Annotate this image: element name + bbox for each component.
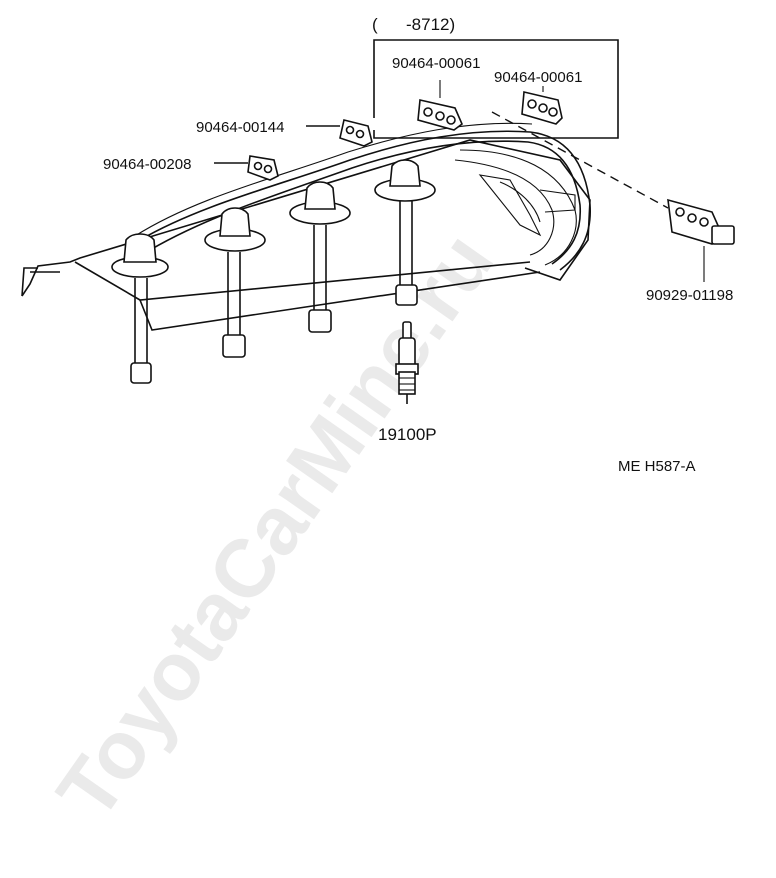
clamp-c-label: 90464-00144	[196, 119, 284, 136]
clamp-a-part	[417, 80, 463, 131]
figure-code-label: ME H587-A	[618, 458, 696, 475]
plug-boot-3	[289, 181, 351, 333]
clamp-d-part	[214, 155, 279, 181]
clamp-c-part	[306, 119, 373, 147]
plug-boot-4	[374, 159, 436, 306]
clamp-b-part	[521, 86, 563, 125]
range-box	[373, 39, 619, 139]
spark-plug-label: 19100P	[378, 425, 437, 444]
cable-bundle	[134, 122, 591, 271]
clamp-d-label: 90464-00208	[103, 156, 191, 173]
spark-plug-part	[395, 321, 419, 404]
watermark-text: ToyotaCarMine.ru	[40, 217, 511, 835]
plug-boot-1	[111, 233, 169, 384]
holder-part	[491, 111, 735, 282]
holder-label: 90929-01198	[646, 287, 733, 304]
plug-boot-2	[204, 207, 266, 358]
clamp-a-label: 90464-00061	[392, 55, 480, 72]
range-note-label: ( -8712)	[372, 15, 455, 34]
clamp-b-label: 90464-00061	[494, 69, 582, 86]
